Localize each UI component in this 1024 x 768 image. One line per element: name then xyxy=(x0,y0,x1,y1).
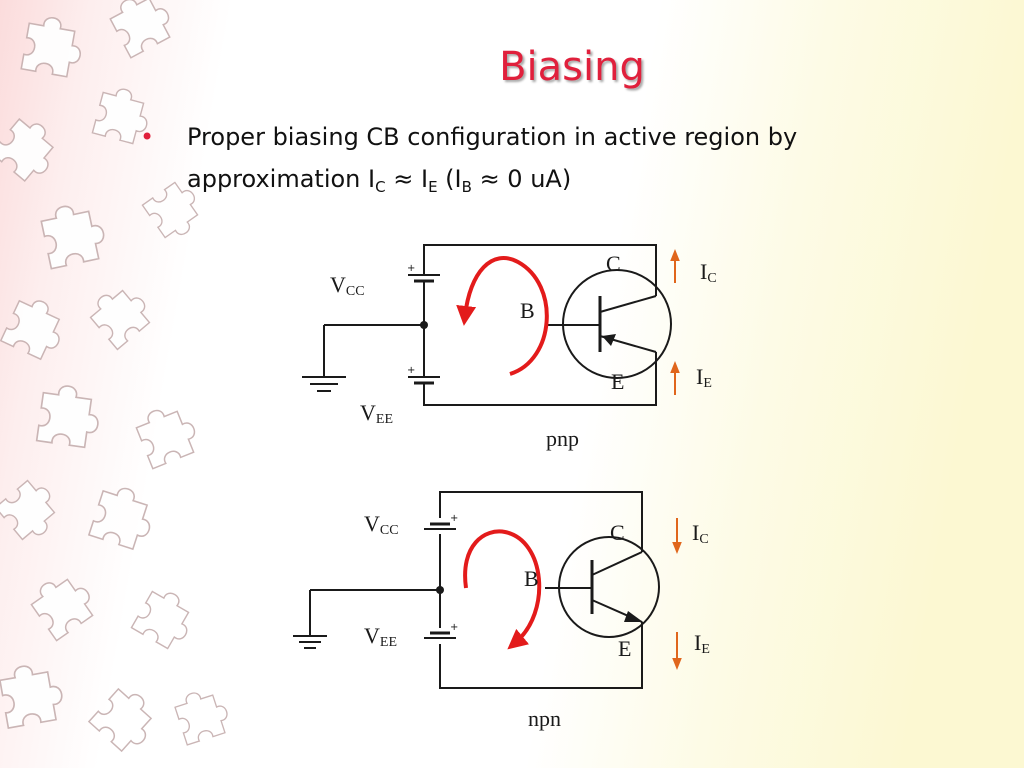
npn-ie-label: IE xyxy=(694,630,710,657)
pnp-transistor-symbol xyxy=(562,269,672,379)
pnp-vee-battery: + xyxy=(407,365,440,385)
npn-emitter-label: E xyxy=(618,636,631,661)
pnp-loop-arrow xyxy=(456,256,549,376)
slide-title: Biasing xyxy=(499,44,645,90)
bullet-text: Proper biasing CB configuration in activ… xyxy=(187,116,930,200)
npn-wires xyxy=(309,491,643,689)
npn-transistor-symbol xyxy=(558,536,660,638)
svg-text:+: + xyxy=(407,365,415,376)
pnp-junction-dot xyxy=(420,321,428,329)
pnp-vee-label: VEE xyxy=(360,400,393,427)
pnp-caption: pnp xyxy=(546,426,579,451)
pnp-ground-symbol xyxy=(302,376,346,392)
npn-collector-label: C xyxy=(610,520,625,545)
pnp-collector-label: C xyxy=(606,251,621,276)
npn-ground-symbol xyxy=(293,635,327,649)
npn-vcc-battery: + xyxy=(424,513,458,530)
npn-loop-arrow xyxy=(463,529,542,650)
pnp-ic-label: IC xyxy=(700,259,717,286)
bullet-item: • Proper biasing CB configuration in act… xyxy=(140,116,930,200)
bullet-dot: • xyxy=(140,123,155,151)
npn-emitter-arrow xyxy=(624,611,643,622)
bullet-line-2: approximation IC ≈ IE (IB ≈ 0 uA) xyxy=(187,165,572,196)
npn-caption: npn xyxy=(528,706,561,731)
npn-vee-battery: + xyxy=(424,622,458,639)
npn-circuit: + + VCC VEE C B E IC IE npn xyxy=(293,491,710,731)
npn-ic-label: IC xyxy=(692,520,709,547)
pnp-vcc-label: VCC xyxy=(330,272,365,299)
bullet-line-1: Proper biasing CB configuration in activ… xyxy=(187,123,798,151)
pnp-ie-label: IE xyxy=(696,364,712,391)
pnp-emitter-label: E xyxy=(611,369,624,394)
pnp-wires xyxy=(323,244,657,406)
pnp-circuit: + + VCC VEE C B E IC IE pnp xyxy=(302,244,717,451)
npn-base-label: B xyxy=(524,566,539,591)
pnp-vcc-battery: + xyxy=(407,263,440,283)
npn-vee-label: VEE xyxy=(364,623,397,650)
pnp-emitter-arrow xyxy=(602,334,616,346)
pnp-base-label: B xyxy=(520,298,535,323)
npn-junction-dot xyxy=(436,586,444,594)
svg-text:+: + xyxy=(450,513,458,524)
npn-vcc-label: VCC xyxy=(364,511,399,538)
svg-text:+: + xyxy=(450,622,458,633)
svg-text:+: + xyxy=(407,263,415,274)
